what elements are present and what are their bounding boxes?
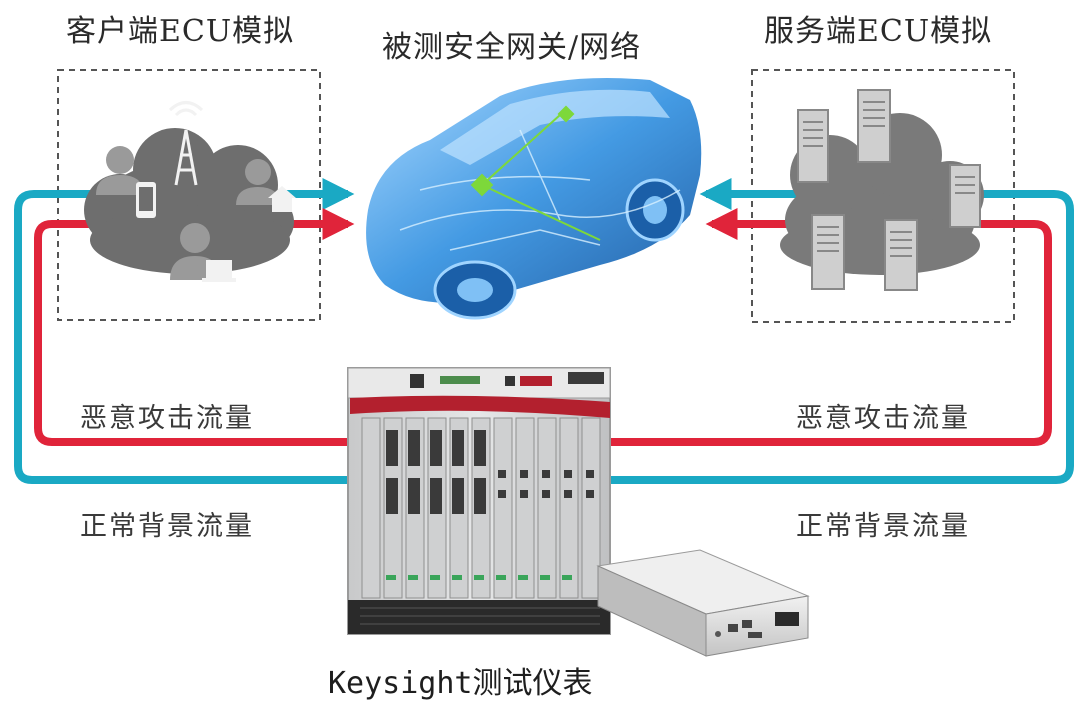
home-user-icon xyxy=(236,159,296,212)
client-ecu-title: 客户端ECU模拟 xyxy=(66,14,295,49)
keysight-appliance-illustration xyxy=(596,549,810,657)
laptop-user-icon xyxy=(170,223,236,282)
server-icon xyxy=(797,89,981,291)
normal-traffic-label-left: 正常背景流量 xyxy=(80,511,254,542)
attack-traffic-label-left: 恶意攻击流量 xyxy=(80,403,254,434)
user-icon xyxy=(96,146,144,195)
attack-traffic-label-right: 恶意攻击流量 xyxy=(796,403,970,434)
normal-traffic-line-left xyxy=(14,178,630,484)
attack-traffic-line-left xyxy=(34,208,600,446)
server-ecu-title: 服务端ECU模拟 xyxy=(764,14,993,49)
dut-title: 被测安全网关/网络 xyxy=(382,30,642,65)
attack-traffic-line-right xyxy=(600,208,1052,446)
keysight-chassis-illustration xyxy=(347,367,611,635)
vehicle-gateway-illustration xyxy=(366,78,702,320)
cell-tower-icon xyxy=(168,101,204,186)
normal-traffic-line-right xyxy=(600,178,1074,484)
keysight-caption: Keysight测试仪表 xyxy=(328,666,593,701)
smartphone-icon xyxy=(136,182,156,218)
normal-traffic-label-right: 正常背景流量 xyxy=(796,511,970,542)
